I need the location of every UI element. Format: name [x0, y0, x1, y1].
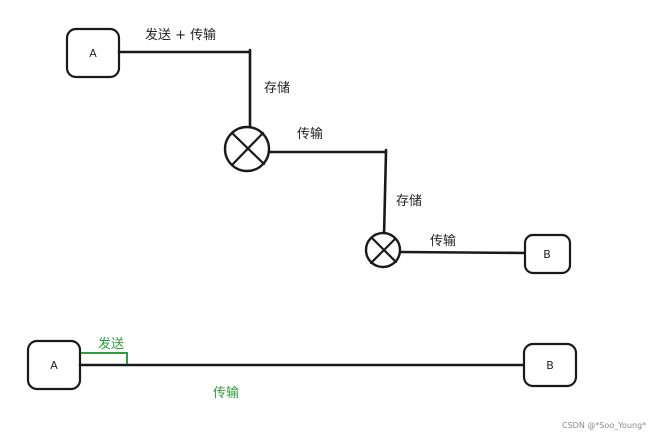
top-label-store-2: 存储	[396, 194, 422, 209]
bottom-node-b-label: B	[546, 359, 554, 372]
bottom-send-bracket	[81, 352, 128, 364]
bottom-label-transmit: 传输	[213, 385, 239, 401]
bottom-node-a: A	[26, 339, 82, 391]
top-node-a: A	[65, 27, 121, 79]
bottom-node-b: B	[522, 342, 578, 388]
top-link-router2-to-b	[398, 250, 528, 255]
top-node-b-label: B	[543, 248, 551, 261]
top-link-router1-to-router2	[267, 148, 388, 238]
top-label-send-transmit: 发送 + 传输	[145, 27, 216, 43]
top-node-a-label: A	[89, 47, 97, 60]
top-label-transmit-1: 传输	[297, 126, 323, 142]
router-2	[364, 231, 402, 269]
watermark-text: CSDN @*Soo_Young*	[562, 421, 646, 430]
top-label-transmit-2: 传输	[430, 233, 456, 249]
top-node-b: B	[523, 233, 572, 275]
top-label-store-1: 存储	[264, 81, 290, 96]
bottom-node-a-label: A	[50, 359, 58, 372]
top-link-a-to-router1	[117, 48, 252, 144]
router-1	[223, 125, 271, 173]
bottom-label-send: 发送	[98, 336, 124, 352]
